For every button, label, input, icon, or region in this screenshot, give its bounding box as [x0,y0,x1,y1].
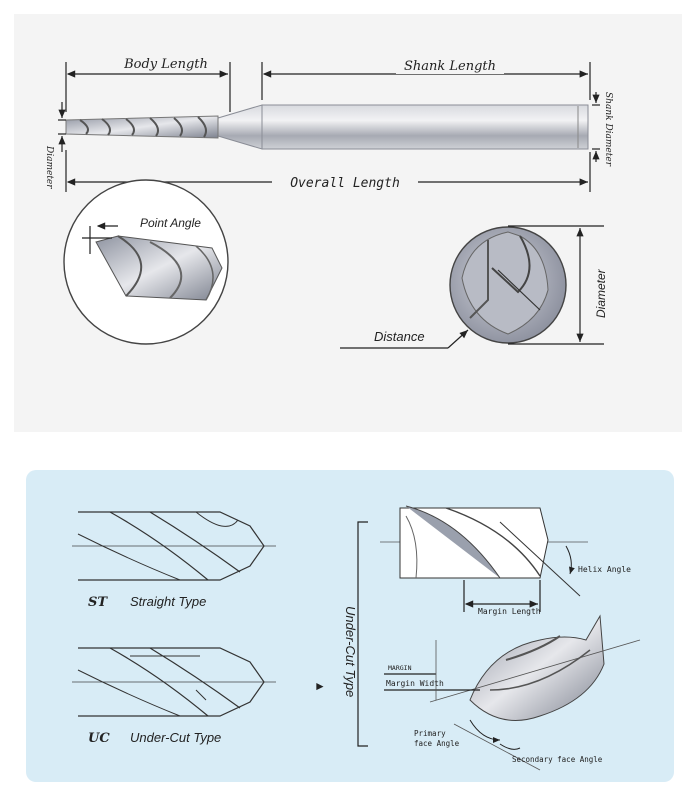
neck [217,104,263,150]
primary-face-angle-label-1: Primary [414,729,446,738]
helix-detail: Helix Angle Margin Length [380,505,631,616]
diameter-left-label: Diameter [44,145,54,189]
margin-width-label: Margin Width [386,679,444,688]
flutes [65,115,219,139]
under-cut-bracket: Under-Cut Type [343,521,368,747]
under-cut-type-drill: UC Under-Cut Type [72,647,276,746]
uc-code: UC [88,731,110,746]
body-length-dimension: Body Length [65,54,231,112]
end-mill-side-view [65,104,589,150]
tip-detail: MARGIN Margin Width Primary face Angle S… [384,614,641,771]
distance-label: Distance [374,329,425,344]
arrow-glyph: ► [314,679,326,693]
shank-diameter-dimension: Shank Diameter [592,92,613,167]
secondary-face-angle-label: Secondary face Angle [512,755,603,764]
diameter-right-label: Diameter [594,268,608,318]
body-length-label: Body Length [123,57,208,72]
point-angle-label: Point Angle [140,216,201,230]
margin-label: MARGIN [388,664,412,672]
uc-label: Under-Cut Type [130,730,221,745]
bottom-diagram-panel [26,470,674,782]
straight-type-drill: ST Straight Type [72,511,276,610]
point-angle-detail: Point Angle [63,179,229,345]
under-cut-vertical-label: Under-Cut Type [343,606,358,697]
shank-length-label: Shank Length [404,59,496,74]
primary-face-angle-label-2: face Angle [414,739,460,748]
overall-length-label: Overall Length [290,176,400,191]
shank-length-dimension: Shank Length [261,56,591,100]
margin-length-label: Margin Length [478,607,541,616]
st-label: Straight Type [130,594,206,609]
helix-angle-label: Helix Angle [578,565,631,574]
end-view-detail: Diameter Distance [340,225,608,349]
shank-diameter-label: Shank Diameter [603,92,613,167]
overall-length-dimension: Overall Length [65,150,591,192]
st-code: ST [88,595,108,610]
shank [261,104,589,150]
diameter-left-dimension: Diameter [44,102,66,189]
